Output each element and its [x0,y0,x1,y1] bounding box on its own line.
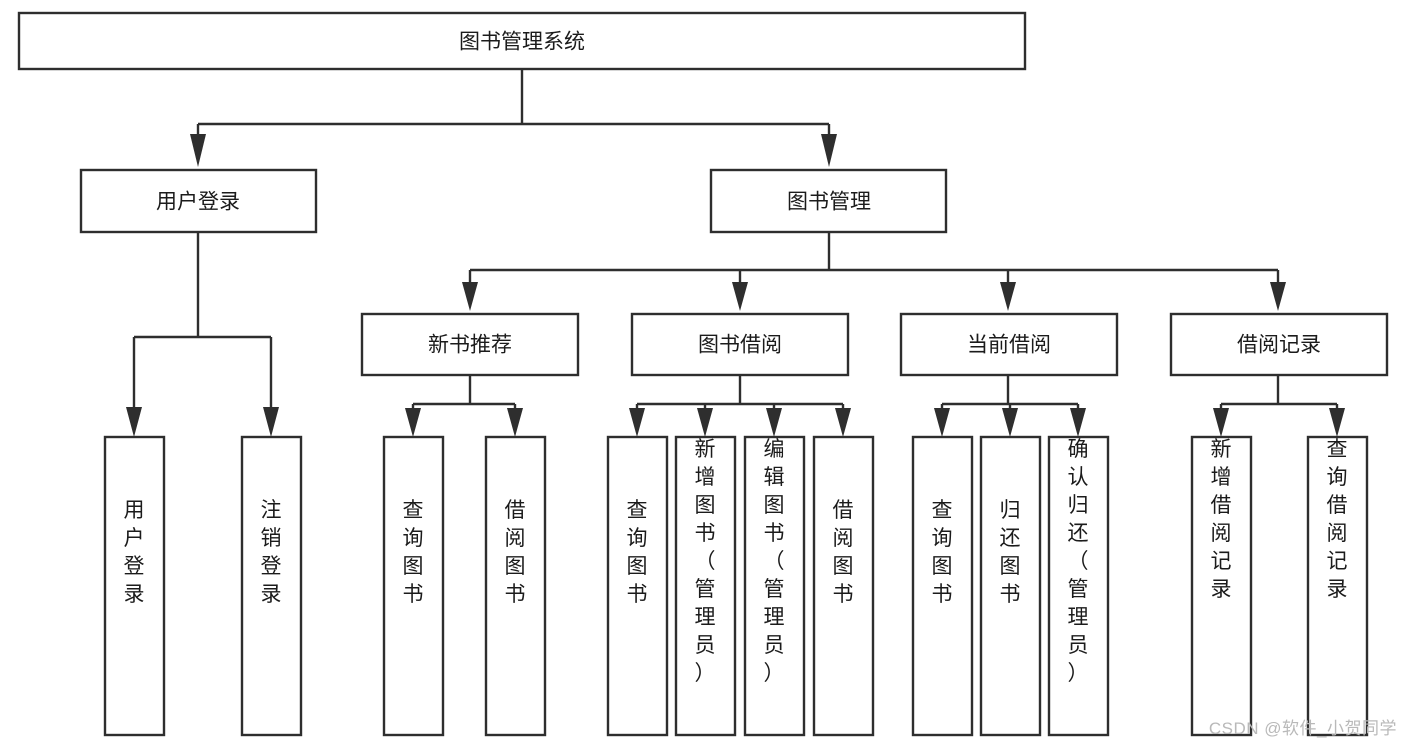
node-current-borrow-label: 当前借阅 [967,334,1051,357]
arrowhead-l2_1-to-l3_3 [1270,282,1286,311]
arrowhead-l3_1-to-leaf_6 [766,408,782,437]
node-leaf-logout-box[interactable] [240,435,303,737]
node-leaf-query-book-1-box[interactable] [382,435,445,737]
node-leaf-add-borrow-record-box[interactable] [1190,435,1253,737]
node-leaf-query-book-2-box[interactable] [606,435,669,737]
node-leaf-query-borrow-record-box[interactable] [1306,435,1369,737]
arrowhead-l3_1-to-leaf_4 [629,408,645,437]
node-leaf-borrow-book-1-label: 借阅图书 [505,499,526,606]
node-leaf-edit-book-admin-box[interactable] [743,435,806,737]
node-new-book-recommend-box[interactable] [360,312,580,377]
node-leaf-logout[interactable]: 注销登录 [240,435,303,737]
node-leaf-add-borrow-record[interactable]: 新增借阅记录 [1190,435,1253,737]
node-leaf-add-book-admin-box[interactable] [674,435,737,737]
node-leaf-query-book-3-box[interactable] [911,435,974,737]
node-borrow-record[interactable]: 借阅记录 [1169,312,1389,377]
node-leaf-edit-book-admin-label: 编辑图书（管理员） [764,438,785,685]
node-user-login-box[interactable] [79,168,318,234]
node-borrow-record-box[interactable] [1169,312,1389,377]
node-leaf-borrow-book-1-box[interactable] [484,435,547,737]
node-leaf-query-book-1[interactable]: 查询图书 [382,435,445,737]
node-leaf-confirm-return-admin-label: 确认归还（管理员） [1068,438,1089,685]
node-book-management[interactable]: 图书管理 [709,168,948,234]
arrowhead-l3_2-to-leaf_9 [1002,408,1018,437]
node-leaf-query-book-3-label: 查询图书 [932,499,953,606]
arrowhead-l3_0-to-leaf_2 [405,408,421,437]
node-leaf-return-book[interactable]: 归还图书 [979,435,1042,737]
node-borrow-record-label: 借阅记录 [1237,334,1321,357]
node-leaf-borrow-book-2-label: 借阅图书 [833,499,854,606]
node-current-borrow-box[interactable] [899,312,1119,377]
arrowhead-l3_3-to-leaf_12 [1329,408,1345,437]
arrowhead-l3_3-to-leaf_11 [1213,408,1229,437]
csdn-watermark: CSDN @软件_小贺同学 [1208,719,1397,738]
node-leaf-confirm-return-admin[interactable]: 确认归还（管理员） [1047,435,1110,737]
arrowhead-root-to-l2_0 [190,134,206,167]
arrowhead-l3_1-to-leaf_5 [697,408,713,437]
arrowhead-l3_0-to-leaf_3 [507,408,523,437]
node-root-label: 图书管理系统 [459,31,585,54]
node-leaf-query-book-2-label: 查询图书 [627,499,648,606]
node-layer: 图书管理系统 用户登录 图书管理 新书推荐 图书借阅 [17,11,1389,737]
node-leaf-user-login-box[interactable] [103,435,166,737]
arrowhead-l2_0-to-leaf_0 [126,407,142,437]
arrowhead-root-to-l2_1 [821,134,837,167]
node-user-login[interactable]: 用户登录 [79,168,318,234]
arrowhead-l3_1-to-leaf_7 [835,408,851,437]
arrowhead-l2_1-to-l3_0 [462,282,478,311]
node-book-borrow-box[interactable] [630,312,850,377]
node-leaf-return-book-box[interactable] [979,435,1042,737]
node-leaf-logout-label: 注销登录 [261,499,282,606]
node-leaf-edit-book-admin[interactable]: 编辑图书（管理员） [743,435,806,737]
node-current-borrow[interactable]: 当前借阅 [899,312,1119,377]
node-new-book-recommend[interactable]: 新书推荐 [360,312,580,377]
node-book-borrow[interactable]: 图书借阅 [630,312,850,377]
node-book-management-box[interactable] [709,168,948,234]
node-leaf-query-borrow-record[interactable]: 查询借阅记录 [1306,435,1369,737]
node-leaf-query-borrow-record-label: 查询借阅记录 [1327,438,1348,601]
node-leaf-add-borrow-record-label: 新增借阅记录 [1211,438,1232,601]
arrowhead-l3_2-to-leaf_10 [1070,408,1086,437]
node-leaf-return-book-label: 归还图书 [1000,499,1021,606]
node-book-borrow-label: 图书借阅 [698,334,782,357]
node-new-book-recommend-label: 新书推荐 [428,334,512,357]
node-leaf-add-book-admin[interactable]: 新增图书（管理员） [674,435,737,737]
node-leaf-user-login-label: 用户登录 [124,499,145,606]
arrowhead-l2_1-to-l3_1 [732,282,748,311]
node-leaf-add-book-admin-label: 新增图书（管理员） [695,438,716,685]
arrowhead-l2_0-to-leaf_1 [263,407,279,437]
node-leaf-user-login[interactable]: 用户登录 [103,435,166,737]
arrowhead-l3_2-to-leaf_8 [934,408,950,437]
node-book-management-label: 图书管理 [787,191,871,214]
connector-layer [126,69,1345,437]
node-leaf-query-book-3[interactable]: 查询图书 [911,435,974,737]
node-leaf-borrow-book-1[interactable]: 借阅图书 [484,435,547,737]
node-leaf-borrow-book-2-box[interactable] [812,435,875,737]
node-leaf-borrow-book-2[interactable]: 借阅图书 [812,435,875,737]
node-leaf-confirm-return-admin-box[interactable] [1047,435,1110,737]
node-leaf-query-book-1-label: 查询图书 [403,499,424,606]
arrowhead-l2_1-to-l3_2 [1000,282,1016,311]
node-leaf-query-book-2[interactable]: 查询图书 [606,435,669,737]
node-user-login-label: 用户登录 [156,191,240,214]
node-root[interactable]: 图书管理系统 [17,11,1027,71]
node-root-box[interactable] [17,11,1027,71]
